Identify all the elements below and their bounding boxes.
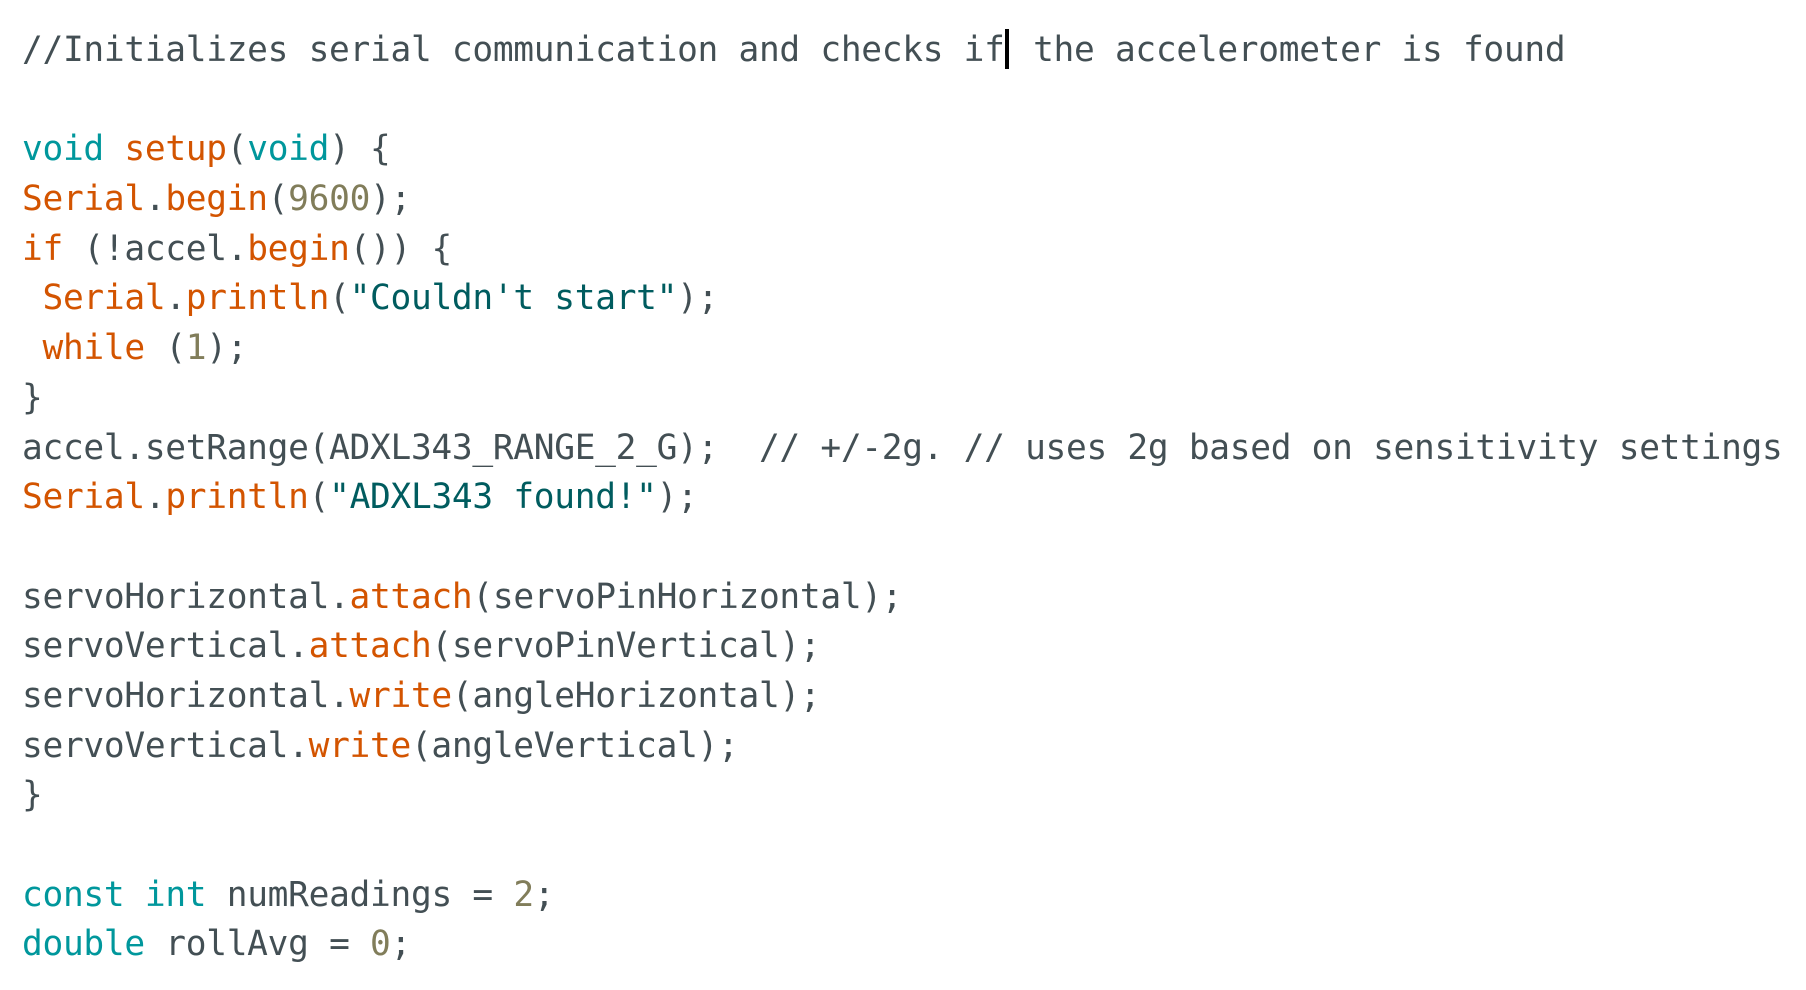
code-token-plain: numReadings = [206, 874, 514, 915]
code-line[interactable]: if (!accel.begin()) { [22, 225, 1806, 275]
code-token-plain: (angleVertical); [410, 725, 739, 766]
code-token-plain: ); [370, 179, 411, 220]
code-token-plain: ); [677, 278, 719, 319]
code-token-function: begin [247, 228, 350, 269]
code-line[interactable]: servoVertical.attach(servoPinVertical); [22, 622, 1806, 672]
code-token-plain: servoVertical. [22, 725, 309, 766]
code-token-literal: 9600 [288, 179, 371, 220]
blank-code-line[interactable] [22, 523, 1806, 573]
code-token-function: if [22, 228, 63, 269]
code-token-plain: ; [533, 874, 555, 915]
code-token-plain: } [22, 775, 43, 816]
code-token-plain: ); [206, 328, 248, 369]
code-token-function: begin [165, 179, 268, 220]
code-line[interactable]: servoHorizontal.attach(servoPinHorizonta… [22, 573, 1806, 623]
code-line[interactable]: servoVertical.write(angleVertical); [22, 722, 1806, 772]
code-token-keyword-type: const [22, 874, 125, 915]
code-token-function: Serial [22, 477, 145, 518]
code-token-plain: (angleHorizontal); [451, 675, 821, 716]
code-line[interactable]: while (1); [22, 324, 1806, 374]
code-token-plain: ( [226, 129, 248, 170]
code-token-keyword-type: double [22, 924, 145, 965]
code-line[interactable]: } [22, 771, 1806, 821]
code-line[interactable]: double rollAvg = 0; [22, 920, 1806, 970]
code-token-plain: ( [329, 278, 350, 319]
code-token-function: write [349, 675, 453, 716]
code-token-plain: ( [267, 179, 289, 220]
code-token-plain: ) { [329, 129, 391, 170]
code-line[interactable]: //Initializes serial communication and c… [22, 26, 1806, 76]
blank-code-line[interactable] [22, 821, 1806, 871]
code-token-string: "ADXL343 found!" [329, 477, 657, 518]
text-cursor [1004, 29, 1009, 69]
code-token-function: println [185, 278, 330, 319]
code-token-plain: ()) { [349, 228, 453, 269]
code-line[interactable]: } [22, 374, 1806, 424]
code-token-plain: ); [656, 477, 698, 518]
code-token-literal: 1 [185, 328, 207, 369]
code-line[interactable]: servoHorizontal.write(angleHorizontal); [22, 672, 1806, 722]
code-token-function: println [165, 477, 309, 518]
code-line[interactable]: const int numReadings = 2; [22, 871, 1806, 921]
code-token-plain: (servoPinHorizontal); [472, 576, 903, 617]
code-token-function: attach [349, 576, 473, 617]
code-token-function: attach [308, 626, 432, 667]
code-token-literal: 2 [513, 874, 534, 915]
code-token-plain: (!accel. [62, 228, 248, 269]
code-token-keyword-type: void [247, 129, 330, 170]
code-line[interactable]: void setup(void) { [22, 125, 1806, 175]
code-token-keyword-type: int [144, 874, 207, 915]
code-token-plain [124, 875, 144, 915]
code-token-plain: accel.setRange(ADXL343_RANGE_2_G); // +/… [22, 427, 1783, 468]
code-token-plain: . [165, 278, 186, 319]
blank-code-line[interactable] [22, 76, 1806, 126]
code-token-comment: //Initializes serial communication and c… [22, 30, 1005, 70]
code-token-plain [104, 129, 124, 169]
code-line[interactable]: Serial.begin(9600); [22, 175, 1806, 225]
code-line[interactable]: Serial.println("ADXL343 found!"); [22, 473, 1806, 523]
code-token-function: Serial [22, 179, 145, 220]
code-token-plain: ( [144, 328, 186, 369]
code-token-function: setup [124, 129, 227, 170]
code-token-plain: servoHorizontal. [22, 675, 350, 716]
code-token-function: Serial [42, 278, 166, 319]
code-token-comment: the accelerometer is found [1012, 30, 1566, 70]
code-token-plain: . [144, 477, 166, 518]
code-token-plain: servoVertical. [22, 626, 309, 667]
code-line[interactable]: accel.setRange(ADXL343_RANGE_2_G); // +/… [22, 424, 1806, 474]
code-token-plain [22, 328, 42, 368]
code-token-literal: 0 [370, 924, 391, 965]
code-token-plain: (servoPinVertical); [431, 626, 821, 667]
code-line[interactable]: Serial.println("Couldn't start"); [22, 274, 1806, 324]
code-token-string: "Couldn't start" [349, 278, 678, 319]
code-token-plain: } [22, 377, 43, 418]
code-token-plain [22, 278, 42, 318]
code-token-function: write [308, 725, 412, 766]
code-token-plain: rollAvg = [144, 924, 371, 965]
code-token-keyword-type: void [22, 129, 104, 170]
code-token-plain: ; [390, 924, 412, 965]
code-token-plain: servoHorizontal. [22, 576, 350, 617]
code-token-function: while [42, 328, 145, 369]
code-token-plain: ( [308, 477, 330, 518]
code-token-plain: . [144, 179, 166, 220]
code-editor[interactable]: //Initializes serial communication and c… [22, 26, 1806, 970]
